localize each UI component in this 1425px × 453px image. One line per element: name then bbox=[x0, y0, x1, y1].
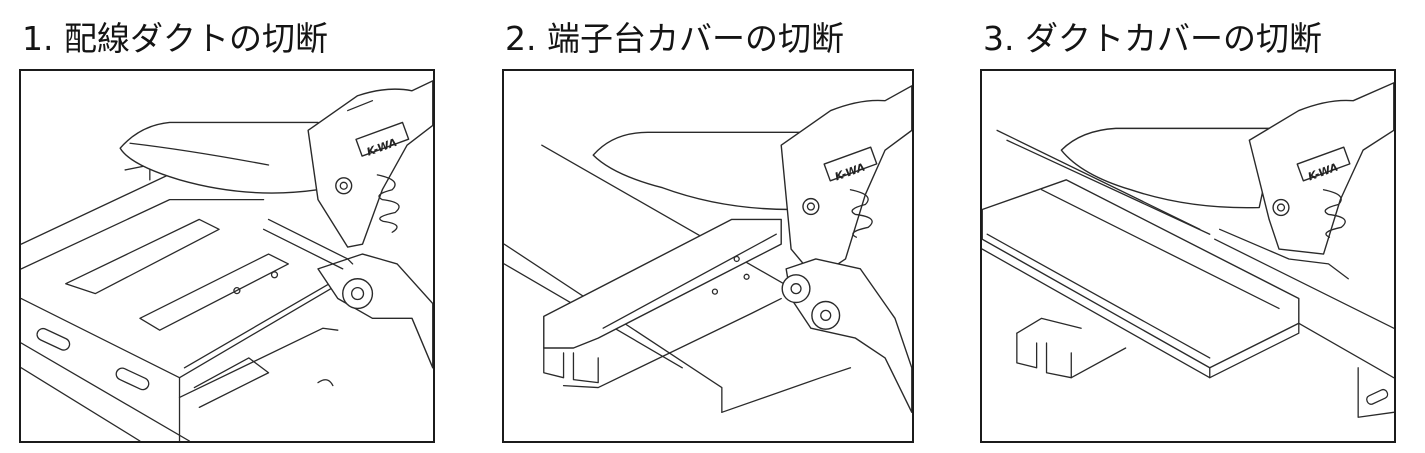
duct-cutter-illustration-1: K-WA bbox=[21, 71, 433, 441]
step-3-illustration-frame: K-WA bbox=[980, 69, 1396, 443]
step-2-title: 2. 端子台カバーの切断 bbox=[505, 19, 844, 58]
duct-cutter-illustration-2: K-WA bbox=[504, 71, 912, 441]
step-2-illustration-frame: K-WA bbox=[502, 69, 914, 443]
step-3-title: 3. ダクトカバーの切断 bbox=[983, 19, 1322, 58]
duct-cutter-illustration-3: K-WA bbox=[982, 71, 1394, 441]
step-1-illustration-frame: K-WA bbox=[19, 69, 435, 443]
step-1-title: 1. 配線ダクトの切断 bbox=[22, 19, 328, 58]
